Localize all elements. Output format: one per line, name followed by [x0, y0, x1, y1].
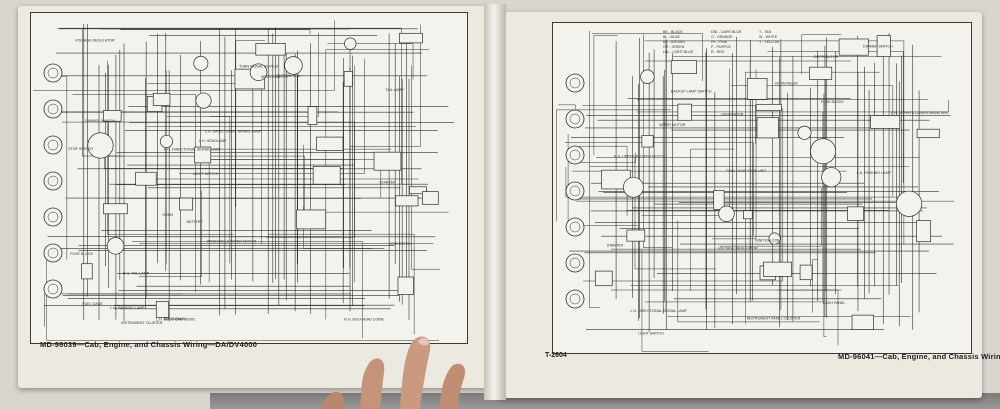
book-gutter [484, 4, 506, 400]
diagram-label: GENERATOR [389, 242, 412, 246]
diagram-label: DIMMER SWITCH [863, 44, 893, 48]
color-key-entry: Y - YELLOW [759, 40, 780, 44]
diagram-label: FUEL GAGE TANK UNIT [726, 169, 767, 173]
diagram-label: DISTRIBUTOR [814, 55, 839, 59]
color-key-entry: BK - BLACK [663, 30, 683, 34]
diagram-label: DASH PANEL [823, 301, 846, 305]
color-key-entry: W - WHITE [759, 35, 778, 39]
diagram-label: TAIL LAMP [386, 88, 405, 92]
hand-holding-book [320, 336, 466, 409]
diagram-label: L.H. HEADLAMP [199, 139, 227, 143]
diagram-label: L.H. DIRECTIONAL SIGNAL LAMP [631, 309, 688, 313]
diagram-label: LIGHT SWITCH [638, 331, 664, 335]
diagram-label: FUSE BLOCK [821, 100, 844, 104]
diagram-label: R.H. TAIL LAMP [123, 271, 150, 275]
diagram-label: L.H. BULKHEAD CONN. [156, 317, 196, 321]
diagram-label: DIMMER SWITCH [85, 119, 115, 123]
diagram-label: R.H. BULKHEAD CONN. [344, 317, 384, 321]
diagram-label: SPEEDOMETER [261, 75, 289, 79]
color-key-entry: DBL - DARK BLUE [711, 30, 742, 34]
color-key-entry: PK - PINK [711, 40, 728, 44]
diagram-label: INSTRUMENT PANEL CLUSTER [747, 316, 801, 320]
diagram-label: VOLTAGE REGULATOR [75, 38, 115, 42]
color-key-entry: BL - BLUE [663, 35, 680, 39]
diagram-label: R.H. DIRECTIONAL SIGNAL LAMP [164, 148, 222, 152]
color-key-entry: BR - BROWN [663, 40, 685, 44]
right-diagram-canvas: VOLTAGE REGULATOR R.H. UPPER BLOWER MOTOR… [556, 30, 955, 352]
right-wiring-diagram: VOLTAGE REGULATOR R.H. UPPER BLOWER MOTOR… [552, 22, 972, 354]
right-diagram-caption: MD-96041—Cab, Engine, and Chassis Wiring… [838, 352, 1000, 361]
left-diagram-caption: MD-96039—Cab, Engine, and Chassis Wiring… [40, 340, 258, 349]
diagram-label: L.H. PARKING LAMP [110, 306, 145, 310]
diagram-label: BATTERY [187, 220, 204, 224]
diagram-label: STOP SWITCH [68, 147, 93, 151]
diagram-label: FUEL GAGE [82, 302, 103, 306]
diagram-label: HORN [163, 213, 174, 217]
diagram-label: R.H. UPPER BLOWER MOTOR [614, 155, 666, 159]
diagram-label: IGNITION COIL [275, 74, 300, 78]
diagram-label: INSTRUMENT CLUSTER [121, 321, 163, 325]
diagram-label: L.H. PARKING LAMP [857, 171, 892, 175]
color-key-entry: R - RED [711, 50, 725, 54]
color-key-entry: LBL - LIGHT BLUE [663, 50, 694, 54]
color-key-entry: P - PURPLE [711, 45, 732, 49]
diagram-label: WIPER MOTOR [659, 123, 685, 127]
color-key-entry: T - TAN [759, 30, 772, 34]
diagram-label: L.H. UPPER & LOWER BEAM UNIT [891, 111, 950, 115]
diagram-label: GENERATOR [721, 113, 744, 117]
diagram-label: WINDSHIELD WIPER MOTOR [207, 240, 257, 244]
color-key-entry: O - ORANGE [711, 35, 733, 39]
left-wiring-diagram: BATTERY VOLTAGE REGULATOR R.H. DIRECTIONAL… [30, 12, 468, 344]
diagram-label: L.H. DIRECTIONAL SIGNAL LAMP [205, 130, 262, 134]
diagram-label: STARTER [607, 244, 624, 248]
diagram-label: HORN RELAY [775, 81, 799, 85]
diagram-label: TURN SIGNAL SWITCH [239, 64, 279, 68]
diagram-label: VOLTAGE REGULATOR [718, 247, 758, 251]
right-page-number: T-2604 [545, 352, 567, 359]
diagram-label: DASH PANEL [164, 317, 187, 321]
diagram-label: LIGHT SWITCH [193, 172, 219, 176]
diagram-label: STARTER [379, 180, 396, 184]
left-diagram-canvas: BATTERY VOLTAGE REGULATOR R.H. DIRECTIONAL… [33, 20, 454, 341]
diagram-label: BACKUP LAMP SWITCH [671, 89, 712, 93]
diagram-label: FUSE BLOCK [70, 252, 93, 256]
diagram-label: IGNITION COIL [755, 239, 780, 243]
color-key-entry: GR - GREEN [663, 45, 685, 49]
